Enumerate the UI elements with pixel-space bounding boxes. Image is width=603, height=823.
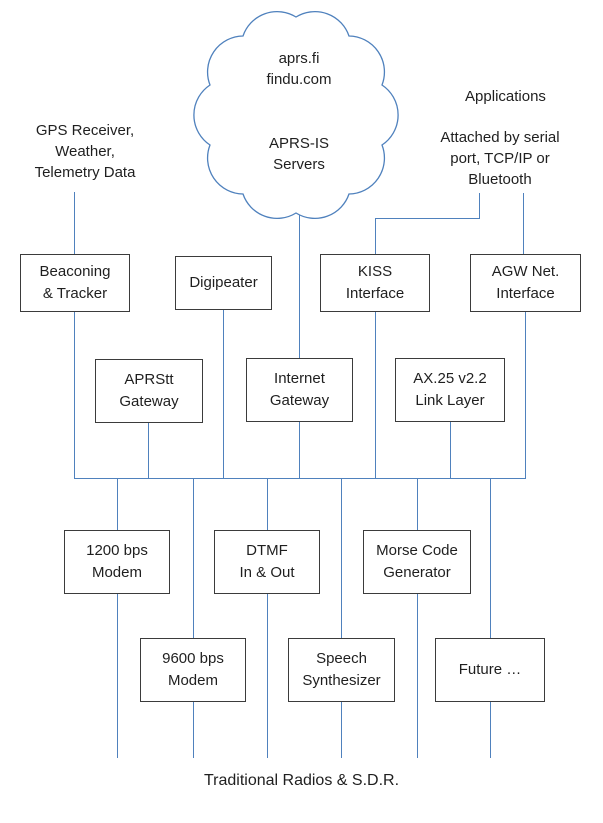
connector-agw-to-bus <box>525 312 526 478</box>
connector-bus-to-dtmf <box>267 478 268 530</box>
connector-apps-drop <box>479 193 480 219</box>
connector-future-to-radio <box>490 702 491 758</box>
connector-bus-to-9600 <box>193 478 194 638</box>
aprs-is-servers-label: APRS-IS Servers <box>268 135 329 173</box>
connector-bus-to-morse <box>417 478 418 530</box>
connector-apps-to-agw <box>523 193 524 254</box>
connector-bus-to-future <box>490 478 491 638</box>
gps-telemetry-note: GPS Receiver, Weather, Telemetry Data <box>34 122 136 181</box>
box-dtmf-in-out: DTMF In & Out <box>214 530 320 594</box>
connector-speech-to-radio <box>341 702 342 758</box>
connector-aprstt-to-bus <box>148 423 149 478</box>
box-kiss-interface: KISS Interface <box>320 254 430 312</box>
applications-note: Applications <box>465 88 546 105</box>
connector-kiss-to-bus <box>375 312 376 478</box>
box-ax25-link-layer: AX.25 v2.2 Link Layer <box>395 358 505 422</box>
box-aprstt-gateway: APRStt Gateway <box>95 359 203 423</box>
box-morse-code-generator: Morse Code Generator <box>363 530 471 594</box>
connector-morse-to-radio <box>417 594 418 758</box>
connector-9600-to-radio <box>193 702 194 758</box>
connector-digipeater-to-bus <box>223 310 224 478</box>
connector-jog-to-kiss <box>375 218 376 254</box>
cloud-services-label: aprs.fi findu.com <box>266 50 332 88</box>
connector-bus-to-1200 <box>117 478 118 530</box>
connector-bus-to-speech <box>341 478 342 638</box>
connector-apps-jog <box>375 218 480 219</box>
box-1200bps-modem: 1200 bps Modem <box>64 530 170 594</box>
attached-by-serial-note: Attached by serial port, TCP/IP or Bluet… <box>440 129 560 188</box>
connector-ax25-to-bus <box>450 422 451 478</box>
connector-1200-to-radio <box>117 594 118 758</box>
connector-internet-to-bus <box>299 422 300 478</box>
connector-beaconing-to-bus <box>74 312 75 478</box>
aprs-is-cloud-icon <box>193 10 399 220</box>
connector-cloud-to-internet <box>299 210 300 358</box>
connector-bus <box>74 478 526 479</box>
box-future: Future … <box>435 638 545 702</box>
box-9600bps-modem: 9600 bps Modem <box>140 638 246 702</box>
box-digipeater: Digipeater <box>175 256 272 310</box>
box-agw-net-interface: AGW Net. Interface <box>470 254 581 312</box>
box-beaconing-tracker: Beaconing & Tracker <box>20 254 130 312</box>
box-speech-synthesizer: Speech Synthesizer <box>288 638 395 702</box>
connector-gps-to-beaconing <box>74 192 75 254</box>
connector-dtmf-to-radio <box>267 594 268 758</box>
traditional-radios-label: Traditional Radios & S.D.R. <box>203 772 400 789</box>
box-internet-gateway: Internet Gateway <box>246 358 353 422</box>
